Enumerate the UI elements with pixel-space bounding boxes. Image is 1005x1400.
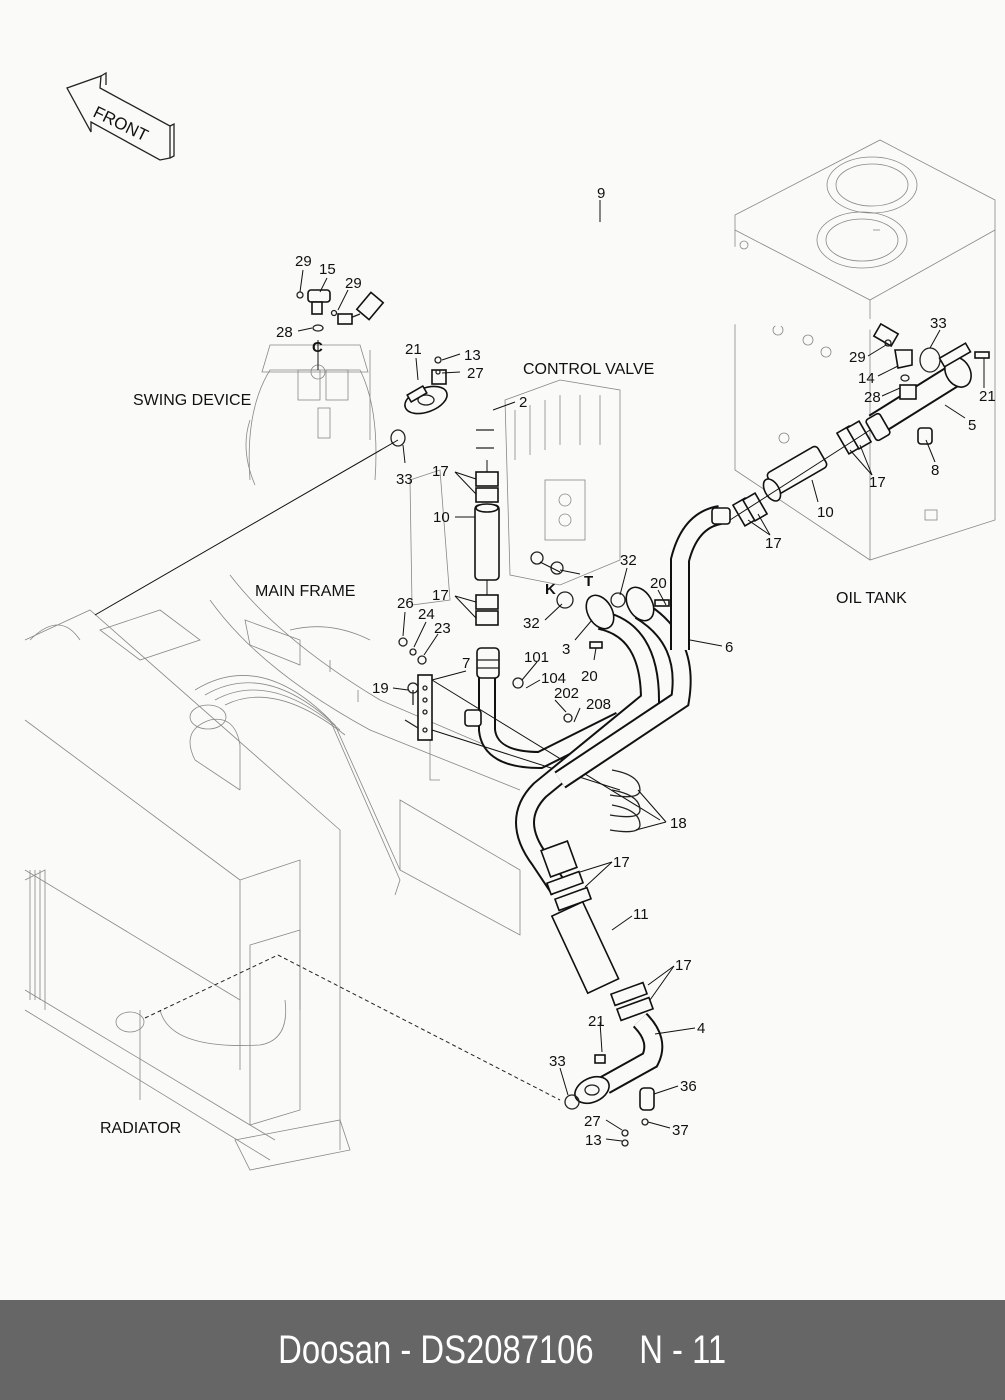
callout-17: 17 (432, 587, 449, 604)
callout-13: 13 (464, 347, 481, 364)
parts-diagram: FRONT OIL TANK SWING DEVICE (24, 71, 996, 1171)
port-label-c: C (312, 339, 323, 356)
callout-28: 28 (276, 324, 293, 341)
front-arrow-icon: FRONT (66, 71, 175, 161)
footer-caption: Doosan - DS2087106 N - 11 (279, 1328, 727, 1373)
callout-104: 104 (541, 670, 566, 687)
hose-10-vertical (474, 460, 500, 626)
port-label-t: T (584, 573, 593, 590)
footer-reference: N - 11 (639, 1327, 727, 1372)
callout-17: 17 (869, 474, 886, 491)
callout-18: 18 (670, 815, 687, 832)
callout-9: 9 (597, 185, 605, 202)
callout-21: 21 (405, 341, 422, 358)
section-label-main-frame: MAIN FRAME (255, 583, 355, 600)
footer-part-number: DS2087106 (420, 1327, 595, 1372)
footer-separator: - (400, 1327, 412, 1372)
pipe-5-assembly (729, 339, 990, 527)
callout-labels: 9 29 15 29 28 C 21 13 27 2 33 17 10 17 2… (276, 185, 996, 1149)
callout-3: 3 (562, 641, 570, 658)
callout-23: 23 (434, 620, 451, 637)
pipe-2 (390, 356, 494, 461)
callout-17: 17 (765, 535, 782, 552)
callout-20: 20 (581, 668, 598, 685)
section-label-control-valve: CONTROL VALVE (523, 361, 654, 378)
main-frame-drawing: MAIN FRAME (209, 574, 521, 936)
callout-33: 33 (549, 1053, 566, 1070)
callout-202: 202 (554, 685, 579, 702)
callout-29: 29 (295, 253, 312, 270)
callout-27: 27 (467, 365, 484, 382)
fitting-15 (296, 289, 338, 332)
callout-19: 19 (372, 680, 389, 697)
callout-32: 32 (620, 552, 637, 569)
leader-lines (94, 200, 985, 1142)
callout-24: 24 (418, 606, 435, 623)
pipe-run-3-6-11-4 (515, 505, 731, 1147)
drain-hose-route (144, 954, 561, 1101)
callout-21: 21 (588, 1013, 605, 1030)
footer-brand: Doosan (278, 1327, 392, 1372)
port-label-k: K (545, 581, 556, 598)
callout-29: 29 (345, 275, 362, 292)
callout-32: 32 (523, 615, 540, 632)
section-label-oil-tank: OIL TANK (836, 590, 907, 607)
callout-10: 10 (433, 509, 450, 526)
u-bolts-18 (609, 769, 641, 833)
callout-7: 7 (462, 655, 470, 672)
callout-28: 28 (864, 389, 881, 406)
callout-208: 208 (586, 696, 611, 713)
callout-8: 8 (931, 462, 939, 479)
callout-15: 15 (319, 261, 336, 278)
callout-20: 20 (650, 575, 667, 592)
callout-5: 5 (968, 417, 976, 434)
callout-36: 36 (680, 1078, 697, 1095)
section-label-radiator: RADIATOR (100, 1120, 181, 1137)
callout-2: 2 (519, 394, 527, 411)
radiator-drawing: RADIATOR (24, 609, 401, 1171)
callout-21: 21 (979, 388, 996, 405)
callout-101: 101 (524, 649, 549, 666)
callout-17: 17 (432, 463, 449, 480)
callout-17: 17 (613, 854, 630, 871)
callout-26: 26 (397, 595, 414, 612)
footer-bar: Doosan - DS2087106 N - 11 (0, 1300, 1005, 1400)
callout-29: 29 (849, 349, 866, 366)
swing-device-drawing: SWING DEVICE (133, 344, 377, 486)
callout-33: 33 (930, 315, 947, 332)
oil-tank-drawing: OIL TANK (734, 139, 996, 607)
callout-13: 13 (585, 1132, 602, 1149)
callout-17: 17 (675, 957, 692, 974)
callout-4: 4 (697, 1020, 705, 1037)
callout-37: 37 (672, 1122, 689, 1139)
callout-14: 14 (858, 370, 875, 387)
section-label-swing-device: SWING DEVICE (133, 392, 251, 409)
callout-10: 10 (817, 504, 834, 521)
control-valve-drawing: CONTROL VALVE K T (409, 361, 654, 606)
callout-33: 33 (396, 471, 413, 488)
pipe-assembly-7 (398, 637, 661, 821)
callout-11: 11 (633, 906, 649, 923)
callout-27: 27 (584, 1113, 601, 1130)
callout-6: 6 (725, 639, 733, 656)
hose-9 (337, 219, 900, 348)
